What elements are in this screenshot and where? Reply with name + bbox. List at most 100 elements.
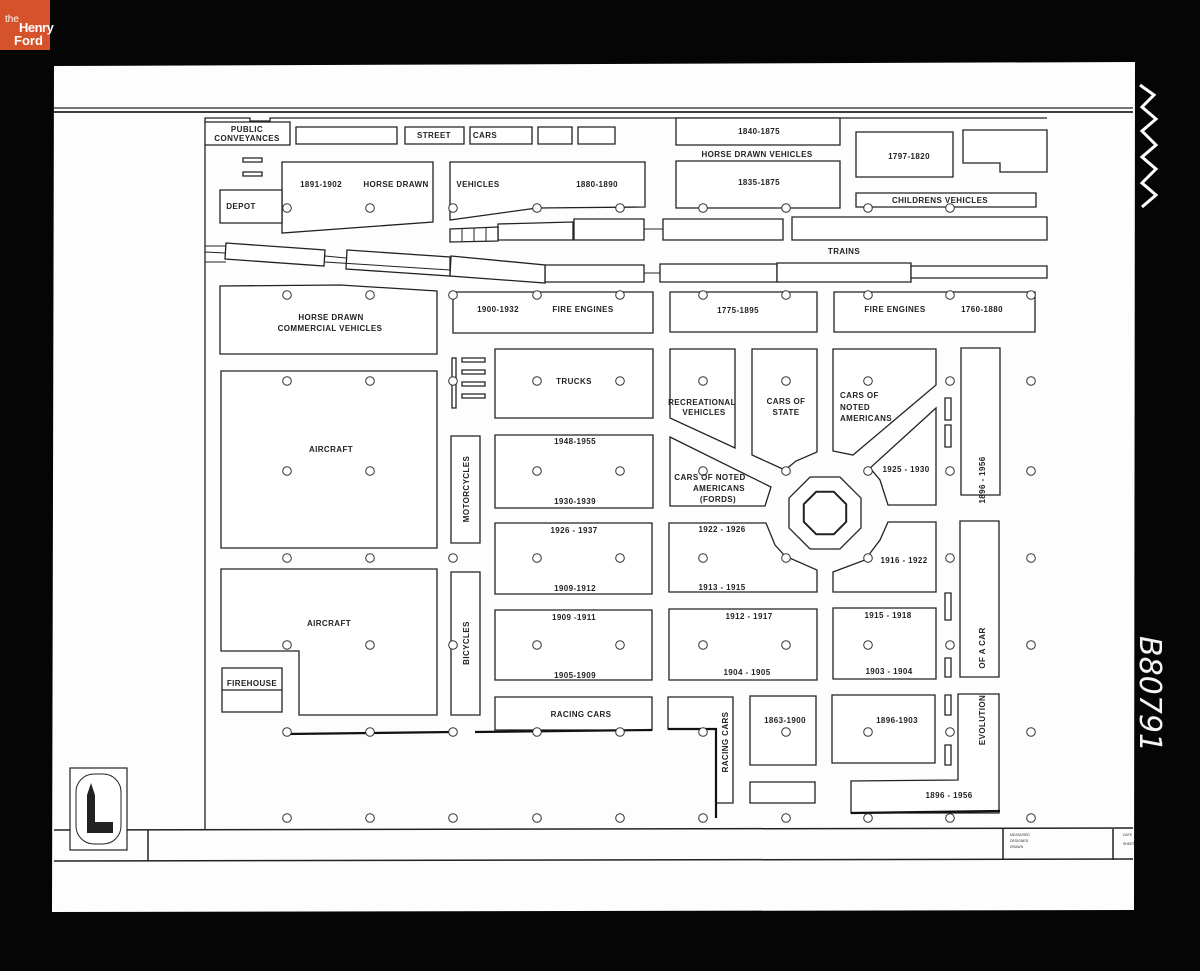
label-public-conveyances: CONVEYANCES [214, 134, 280, 143]
building-walls [204, 117, 1047, 830]
track-line [324, 255, 347, 259]
film-edge-notches [1139, 83, 1159, 209]
room-cars-of-noted-americans [832, 348, 937, 456]
column-marker [532, 290, 542, 300]
room-storage [962, 129, 1048, 173]
column-marker [781, 203, 791, 213]
column-marker [863, 376, 873, 386]
column-marker [698, 203, 708, 213]
column-marker [282, 813, 292, 823]
column-marker [1026, 376, 1036, 386]
brand-henry: Henry [19, 20, 54, 35]
column-marker [945, 553, 955, 563]
street-car-bay [295, 126, 398, 145]
brand-the: the [5, 14, 19, 25]
column-marker [448, 203, 458, 213]
column-marker [532, 813, 542, 823]
display-slot [944, 397, 952, 421]
column-marker [615, 290, 625, 300]
room-bicycles [450, 571, 481, 716]
labels: PUBLIC CONVEYANCES STREET CARS DEPOT 189… [214, 125, 1002, 800]
label-1912-1917: 1912 - 1917 [725, 612, 772, 621]
room-1915-1918 [832, 607, 937, 680]
label-recreational-vehicles: RECREATIONAL [668, 398, 736, 407]
label-racing-cars: RACING CARS [551, 710, 612, 719]
label-1916-1922: 1916 - 1922 [880, 556, 927, 565]
bench [461, 393, 486, 399]
column-marker [448, 727, 458, 737]
train-car [910, 265, 1048, 279]
column-marker [781, 466, 791, 476]
column-marker [698, 466, 708, 476]
room-1835-1875 [675, 160, 841, 209]
room-1916-1922 [832, 521, 937, 593]
column-marker [448, 290, 458, 300]
column-marker [532, 466, 542, 476]
label-cars-of-noted-americans-fords: (FORDS) [700, 495, 736, 504]
label-1904-1905: 1904 - 1905 [723, 668, 770, 677]
column-marker [532, 553, 542, 563]
column-marker [1026, 290, 1036, 300]
label-cars-of-noted-americans: NOTED [840, 403, 870, 412]
column-marker [448, 376, 458, 386]
label-1896-1903: 1896-1903 [876, 716, 918, 725]
room-1948-1955 [494, 434, 654, 509]
label-cars-of-noted-americans: AMERICANS [840, 414, 892, 423]
measured-label: MEASURED [1010, 833, 1030, 837]
column-marker [365, 466, 375, 476]
column-marker [532, 376, 542, 386]
display-slot [944, 424, 952, 448]
column-marker [282, 466, 292, 476]
column-marker [781, 290, 791, 300]
label-1909-1911: 1909 -1911 [552, 613, 596, 622]
column-marker [282, 376, 292, 386]
label-1922-1926: 1922 - 1926 [698, 525, 745, 534]
label-1880-1890: 1880-1890 [576, 180, 618, 189]
column-marker [945, 466, 955, 476]
label-1925-1930: 1925 - 1930 [882, 465, 929, 474]
room-cars-of-state [751, 348, 818, 471]
display-slot [944, 657, 952, 678]
bench [461, 369, 486, 375]
label-1797-1820: 1797-1820 [888, 152, 930, 161]
column-marker [781, 376, 791, 386]
label-cars: CARS [473, 131, 498, 140]
column-marker [532, 640, 542, 650]
label-evolution: EVOLUTION [978, 695, 987, 745]
room-trucks [494, 348, 654, 419]
label-aircraft: AIRCRAFT [309, 445, 353, 454]
label-1909-1912: 1909-1912 [554, 584, 596, 593]
label-1948-1955: 1948-1955 [554, 437, 596, 446]
drawn-label: DRAWN [1010, 845, 1024, 849]
track-line [204, 251, 226, 254]
column-marker [945, 813, 955, 823]
room-1926-1937 [494, 522, 653, 595]
column-marker [615, 640, 625, 650]
label-of-a-car: OF A CAR [978, 627, 987, 668]
room-of-a-car [959, 520, 1000, 678]
label-horse-drawn-commercial: COMMERCIAL VEHICLES [278, 324, 383, 333]
display-slot [944, 592, 952, 621]
label-firehouse: FIREHOUSE [227, 679, 278, 688]
column-marker [863, 203, 873, 213]
rooms [204, 117, 1048, 814]
train-car [224, 242, 326, 267]
column-marker [781, 813, 791, 823]
label-1900-1932: 1900-1932 [477, 305, 519, 314]
column-marker [698, 290, 708, 300]
bench [242, 157, 263, 163]
display-platform [749, 781, 816, 804]
room-aircraft [220, 370, 438, 549]
room-horse-drawn-commercial [219, 284, 438, 355]
train-car [544, 264, 645, 283]
room-recreational-vehicles [669, 348, 736, 450]
train-car [776, 262, 912, 283]
column-marker [781, 727, 791, 737]
column-marker [863, 553, 873, 563]
room-aircraft [220, 568, 438, 716]
display-slot [944, 744, 952, 766]
column-marker [615, 813, 625, 823]
column-marker [781, 553, 791, 563]
column-marker [615, 553, 625, 563]
